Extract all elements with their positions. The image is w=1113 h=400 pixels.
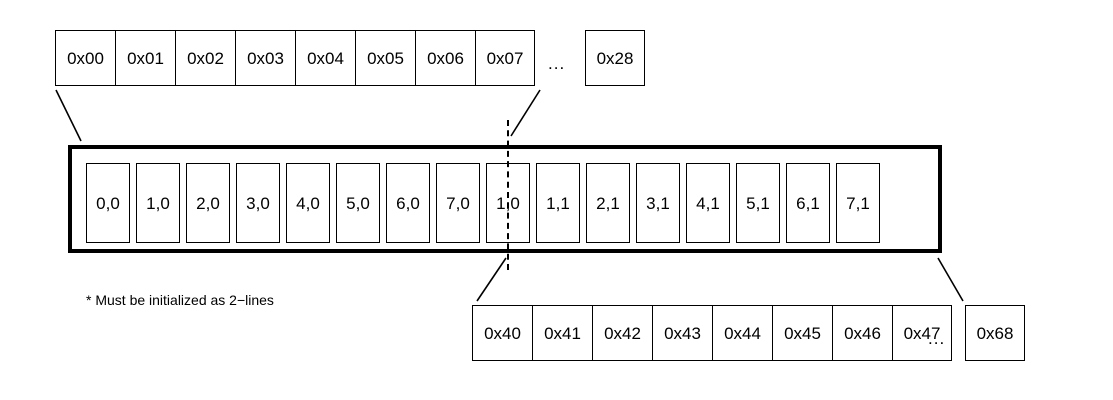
- bottom-address-cell: 0x44: [712, 305, 772, 361]
- connector-line-top-right: [510, 89, 541, 137]
- top-address-cell: 0x04: [295, 30, 355, 86]
- cache-word-cell: 4,1: [686, 163, 730, 243]
- top-address-cell: 0x03: [235, 30, 295, 86]
- cache-word-cell: 3,0: [236, 163, 280, 243]
- top-address-cell: 0x00: [55, 30, 115, 86]
- top-address-cell: 0x05: [355, 30, 415, 86]
- top-address-cell: 0x02: [175, 30, 235, 86]
- cache-word-cell: 1,1: [536, 163, 580, 243]
- top-address-cell: 0x07: [475, 30, 535, 86]
- cache-word-cell: 2,1: [586, 163, 630, 243]
- bottom-address-strip: 0x40 0x41 0x42 0x43 0x44 0x45 0x46 0x47: [472, 305, 952, 361]
- cache-word-cell: 4,0: [286, 163, 330, 243]
- top-address-cell: 0x06: [415, 30, 475, 86]
- cache-word-cell: 7,1: [836, 163, 880, 243]
- bottom-address-cell: 0x42: [592, 305, 652, 361]
- bottom-address-cell-tail: 0x68: [965, 305, 1025, 361]
- bottom-address-cell: 0x47: [892, 305, 952, 361]
- bottom-address-cell: 0x45: [772, 305, 832, 361]
- top-strip-ellipsis: ...: [548, 54, 566, 73]
- cache-word-cell: 1,0: [136, 163, 180, 243]
- bottom-address-cell: 0x41: [532, 305, 592, 361]
- cache-word-cell: 5,0: [336, 163, 380, 243]
- cache-array-cells: 0,0 1,0 2,0 3,0 4,0 5,0 6,0 7,0 1,0 1,1 …: [86, 163, 880, 243]
- cache-array-outer-box: 0,0 1,0 2,0 3,0 4,0 5,0 6,0 7,0 1,0 1,1 …: [68, 145, 942, 253]
- bottom-address-cell: 0x46: [832, 305, 892, 361]
- cache-word-cell: 6,1: [786, 163, 830, 243]
- cache-word-cell: 6,0: [386, 163, 430, 243]
- top-address-cell-tail: 0x28: [585, 30, 645, 86]
- cache-word-cell: 2,0: [186, 163, 230, 243]
- cache-word-cell: 5,1: [736, 163, 780, 243]
- cache-word-cell: 0,0: [86, 163, 130, 243]
- connector-line-top-left: [55, 89, 82, 142]
- top-address-strip: 0x00 0x01 0x02 0x03 0x04 0x05 0x06 0x07: [55, 30, 535, 86]
- bottom-address-cell: 0x43: [652, 305, 712, 361]
- bottom-strip-ellipsis: ...: [928, 329, 946, 348]
- cache-line-split-divider: [507, 120, 509, 270]
- initialization-note: * Must be initialized as 2−lines: [86, 292, 274, 308]
- top-address-cell: 0x01: [115, 30, 175, 86]
- cache-word-cell: 7,0: [436, 163, 480, 243]
- bottom-address-cell: 0x40: [472, 305, 532, 361]
- connector-line-bottom-right: [937, 257, 964, 302]
- connector-line-bottom-left: [476, 257, 507, 302]
- cache-word-cell: 3,1: [636, 163, 680, 243]
